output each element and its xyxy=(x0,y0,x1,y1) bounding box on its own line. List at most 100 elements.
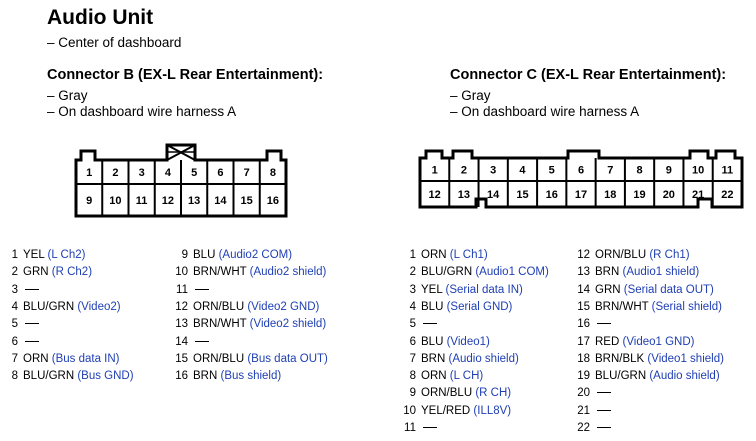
wire-color xyxy=(595,318,611,330)
pin-label: 16 xyxy=(546,189,558,201)
pin-function: (Bus shield) xyxy=(220,370,282,383)
pin-label: 7 xyxy=(244,167,250,179)
wire-color: BRN xyxy=(595,266,620,279)
pin-function: (L CH) xyxy=(449,370,484,383)
wire-color xyxy=(595,422,611,434)
pin-number: 11 xyxy=(404,422,416,434)
wire-color: BRN xyxy=(421,352,446,365)
pin-number: 9 xyxy=(181,249,188,261)
pin-row: 17 RED (Video1 GND) xyxy=(570,335,695,348)
pin-label: 2 xyxy=(112,167,118,179)
wire-color: RED xyxy=(595,335,620,348)
wire-color: BRN/WHT xyxy=(193,266,247,279)
connector-c-note-color: – Gray xyxy=(450,88,491,103)
unused-pin-dash xyxy=(25,340,39,342)
pin-label: 20 xyxy=(663,189,675,201)
pin-row: 11 xyxy=(396,422,437,434)
connector-c-title: Connector C (EX-L Rear Entertainment): xyxy=(450,67,727,83)
pin-label: 4 xyxy=(165,167,172,179)
pin-number: 17 xyxy=(577,335,590,348)
pin-number: 22 xyxy=(577,422,590,434)
wire-color: ORN xyxy=(421,249,447,261)
wire-color: BRN/WHT xyxy=(595,300,649,313)
pin-function: (R Ch1) xyxy=(649,249,690,261)
pin-number: 5 xyxy=(409,318,416,331)
unused-pin-dash xyxy=(25,323,39,325)
pin-row: 16 xyxy=(570,318,611,330)
wire-color xyxy=(595,405,611,417)
wire-color xyxy=(421,422,437,434)
pin-row: 21 xyxy=(570,405,611,417)
pin-row: 3 xyxy=(4,284,39,296)
pin-label: 11 xyxy=(136,195,148,207)
pin-number: 2 xyxy=(11,266,18,279)
wire-color: BLU/GRN xyxy=(23,300,75,313)
pin-row: 5 xyxy=(4,318,39,330)
pin-label: 10 xyxy=(109,195,121,207)
pin-label: 10 xyxy=(692,165,704,177)
wire-color xyxy=(193,336,209,348)
pin-number: 3 xyxy=(409,283,416,296)
wire-color: BRN/BLK xyxy=(595,352,645,365)
pin-function: (Video1 GND) xyxy=(622,335,695,348)
pin-label: 11 xyxy=(722,165,734,177)
wire-color: ORN/BLU xyxy=(421,387,473,400)
wire-color: BRN/WHT xyxy=(193,318,247,331)
unused-pin-dash xyxy=(423,323,437,325)
wire-color: BLU xyxy=(193,249,216,261)
pin-function: (Audio shield) xyxy=(448,352,519,365)
pin-function: (Audio2 COM) xyxy=(218,249,293,261)
wire-color: BLU xyxy=(421,335,444,348)
pin-number: 1 xyxy=(11,249,18,261)
pin-label: 8 xyxy=(636,165,642,177)
pin-function: (L Ch1) xyxy=(449,249,488,261)
pin-function: (Audio shield) xyxy=(649,370,720,383)
wire-color: YEL xyxy=(421,283,443,296)
connector-b-diagram xyxy=(74,143,288,218)
pin-label: 16 xyxy=(267,195,279,207)
pin-number: 10 xyxy=(403,404,416,417)
pin-number: 12 xyxy=(577,249,590,261)
unused-pin-dash xyxy=(195,340,209,342)
connector-b-note-color: – Gray xyxy=(47,88,88,103)
pin-function: (Video2) xyxy=(77,300,121,313)
pin-number: 11 xyxy=(176,283,188,296)
pin-number: 10 xyxy=(175,266,188,279)
wire-color: ORN xyxy=(23,352,49,365)
unused-pin-dash xyxy=(195,288,209,290)
pin-row: 6 xyxy=(4,336,39,348)
connector-c-note-harness: – On dashboard wire harness A xyxy=(450,104,640,119)
pin-label: 14 xyxy=(487,189,500,201)
unused-pin-dash xyxy=(597,392,611,394)
wire-color xyxy=(23,284,39,296)
pin-label: 5 xyxy=(191,167,197,179)
pin-function: (L Ch2) xyxy=(47,249,86,261)
pin-number: 1 xyxy=(409,249,416,261)
wire-color: YEL/RED xyxy=(421,404,471,417)
pin-label: 6 xyxy=(578,165,584,177)
pin-function: (Serial GND) xyxy=(446,300,513,313)
wire-color: GRN xyxy=(23,266,49,279)
pin-function: (Audio1 COM) xyxy=(475,266,549,279)
pin-number: 3 xyxy=(11,283,18,296)
unused-pin-dash xyxy=(25,288,39,290)
pin-number: 5 xyxy=(11,318,18,331)
page-title: Audio Unit xyxy=(47,6,154,29)
pin-label: 14 xyxy=(214,195,227,207)
wire-color: ORN/BLU xyxy=(193,352,245,365)
